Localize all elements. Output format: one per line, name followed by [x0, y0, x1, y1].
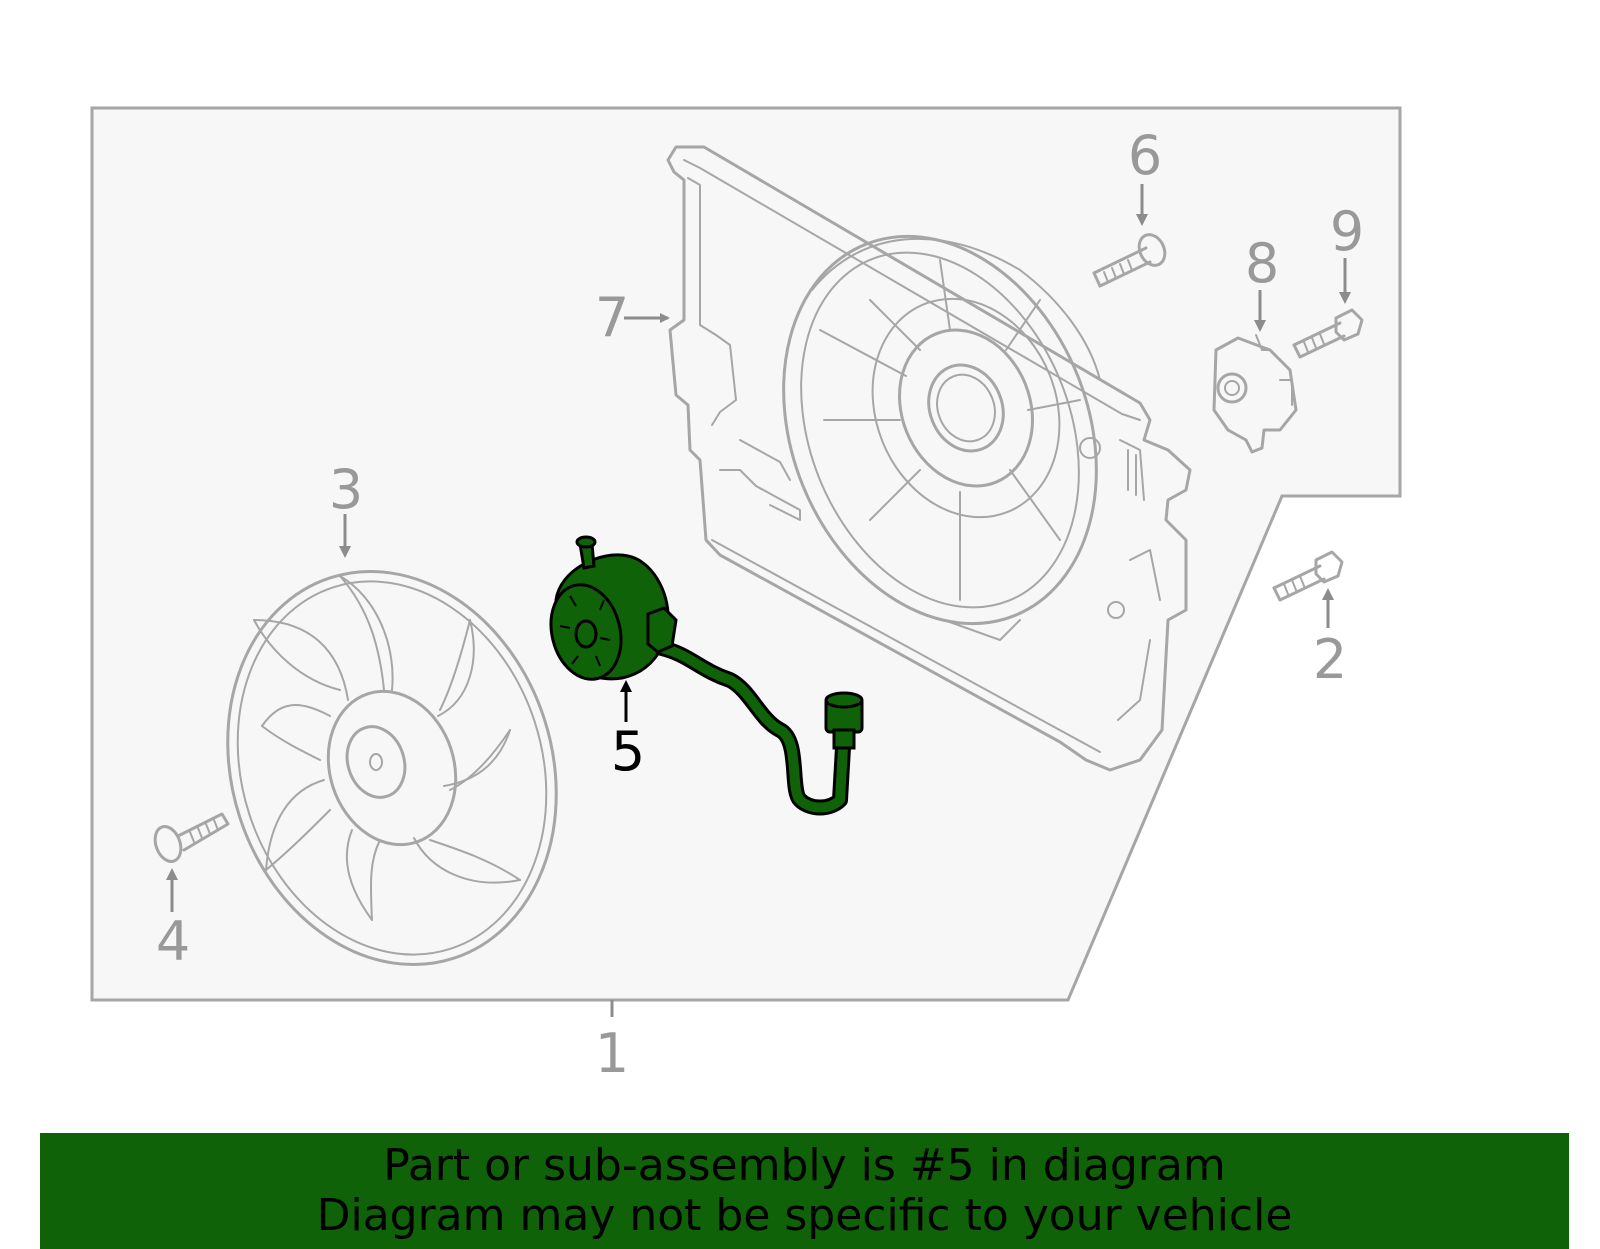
callout-8[interactable]: 8	[1245, 232, 1279, 332]
bolt-2[interactable]	[1272, 550, 1344, 602]
callout-5[interactable]: 5	[611, 680, 645, 783]
callout-4-label: 4	[156, 910, 190, 973]
callout-6-label: 6	[1128, 124, 1162, 187]
banner-line-2: Diagram may not be specific to your vehi…	[316, 1190, 1293, 1241]
banner-line-1: Part or sub-assembly is #5 in diagram	[383, 1140, 1226, 1191]
info-banner: Part or sub-assembly is #5 in diagram Di…	[40, 1133, 1569, 1249]
callout-6[interactable]: 6	[1128, 124, 1162, 226]
fan-blade-3[interactable]	[178, 528, 606, 1007]
callout-9[interactable]: 9	[1330, 200, 1364, 304]
callout-8-label: 8	[1245, 232, 1279, 295]
parts-diagram: 1 7	[90, 106, 1402, 1085]
callout-2[interactable]: 2	[1313, 588, 1347, 691]
screw-4[interactable]	[151, 812, 230, 865]
resistor-8[interactable]	[1212, 334, 1298, 454]
fan-motor-5[interactable]	[541, 535, 864, 816]
callout-2-label: 2	[1313, 628, 1347, 691]
fan-shroud[interactable]	[666, 145, 1192, 772]
bolt-9[interactable]	[1292, 308, 1364, 359]
callout-7[interactable]: 7	[595, 286, 670, 349]
bolt-6[interactable]	[1092, 230, 1170, 288]
callout-3-label: 3	[329, 458, 363, 521]
callout-1-label: 1	[595, 1022, 629, 1085]
assembly-frame	[90, 106, 1402, 1002]
callout-9-label: 9	[1330, 200, 1364, 263]
callout-1[interactable]: 1	[595, 1000, 629, 1085]
callout-7-label: 7	[595, 286, 629, 349]
callout-5-label: 5	[611, 720, 645, 783]
callout-3[interactable]: 3	[329, 458, 363, 558]
callout-4[interactable]: 4	[156, 868, 190, 973]
